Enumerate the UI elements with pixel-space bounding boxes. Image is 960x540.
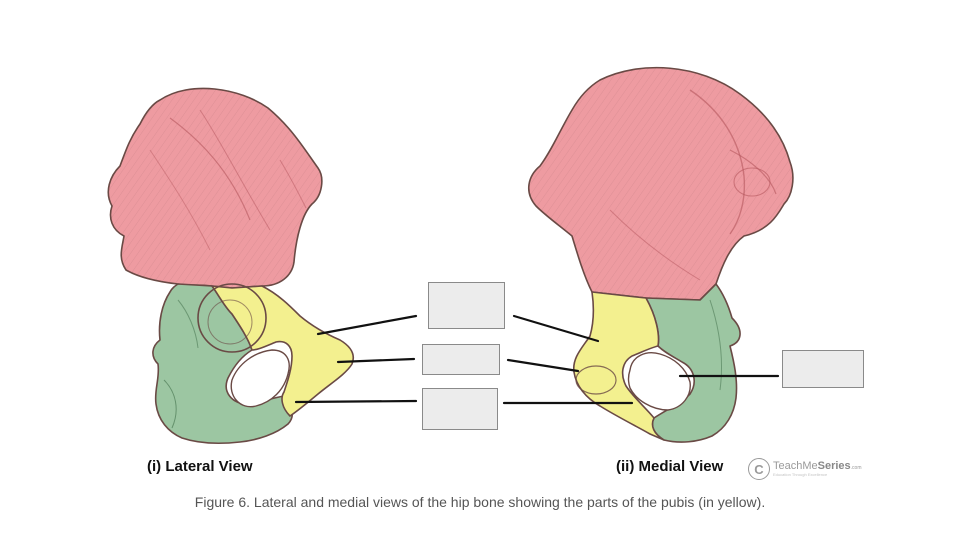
medial-view-bone	[528, 66, 794, 443]
logo-tagline: Education Through Excellence	[773, 472, 828, 477]
medial-obturator-foramen	[627, 352, 691, 411]
logo-brand-bold: Series	[817, 460, 851, 472]
teachmeseries-logo: C TeachMeSeries.com Education Through Ex…	[748, 458, 862, 480]
leader-line-lateral-bottom	[294, 399, 418, 404]
label-box-right[interactable]	[782, 350, 864, 388]
leader-line-lateral-top	[316, 314, 418, 336]
medial-view-label: (ii) Medial View	[616, 458, 724, 475]
logo-suffix: .com	[850, 465, 862, 471]
lateral-view-bone	[107, 87, 355, 444]
leader-line-lateral-middle	[336, 357, 416, 364]
leader-line-medial-middle	[506, 358, 580, 373]
lateral-obturator-foramen	[230, 349, 290, 408]
lateral-pubis	[211, 285, 355, 417]
leader-lines	[294, 314, 780, 405]
label-box-bottom[interactable]	[422, 388, 498, 430]
label-box-top[interactable]	[428, 282, 505, 329]
figure-caption: Figure 6. Lateral and medial views of th…	[194, 494, 766, 510]
lateral-view-label: (i) Lateral View	[147, 458, 253, 475]
leader-line-medial-top	[512, 314, 600, 343]
label-box-middle[interactable]	[422, 344, 500, 375]
copyright-icon: C	[748, 458, 770, 480]
logo-brand-plain: TeachMe	[773, 460, 818, 472]
